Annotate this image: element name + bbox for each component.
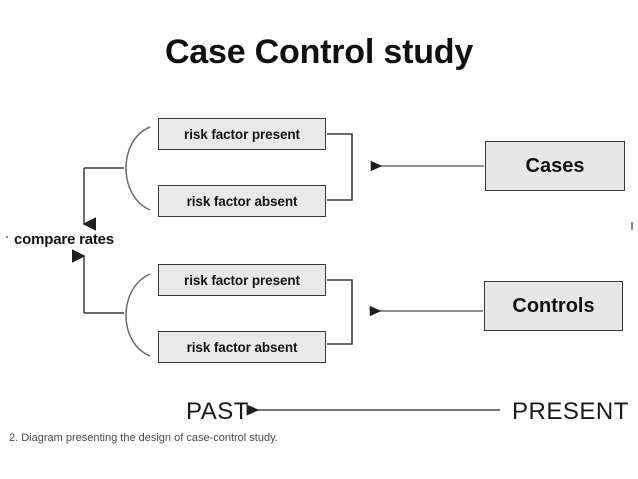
cases-bracket (327, 133, 353, 201)
page-title: Case Control study (164, 33, 474, 71)
compare-rates-label: compare rates (14, 231, 114, 248)
controls-risk-factor-present-box[interactable]: risk factor present (158, 264, 326, 296)
box-label: risk factor present (184, 126, 300, 142)
controls-box[interactable]: Controls (484, 281, 623, 331)
timeline-present-label: PRESENT (512, 398, 629, 425)
cases-label: Cases (525, 154, 585, 177)
box-label: risk factor absent (186, 193, 298, 209)
box-label: risk factor absent (186, 339, 298, 355)
controls-bracket (327, 279, 353, 345)
timeline-past-label: PAST (186, 398, 249, 425)
cases-left-arc (84, 126, 151, 211)
cases-risk-factor-present-box[interactable]: risk factor present (158, 118, 326, 150)
controls-left-arc (84, 273, 151, 357)
box-label: risk factor present (184, 272, 300, 288)
cases-risk-factor-absent-box[interactable]: risk factor absent (158, 185, 326, 217)
controls-risk-factor-absent-box[interactable]: risk factor absent (158, 331, 326, 363)
scan-artifact-left (6, 236, 8, 238)
figure-caption: 2. Diagram presenting the design of case… (9, 432, 278, 444)
controls-label: Controls (512, 294, 595, 317)
scan-artifact-right (631, 222, 633, 230)
cases-box[interactable]: Cases (485, 141, 625, 191)
